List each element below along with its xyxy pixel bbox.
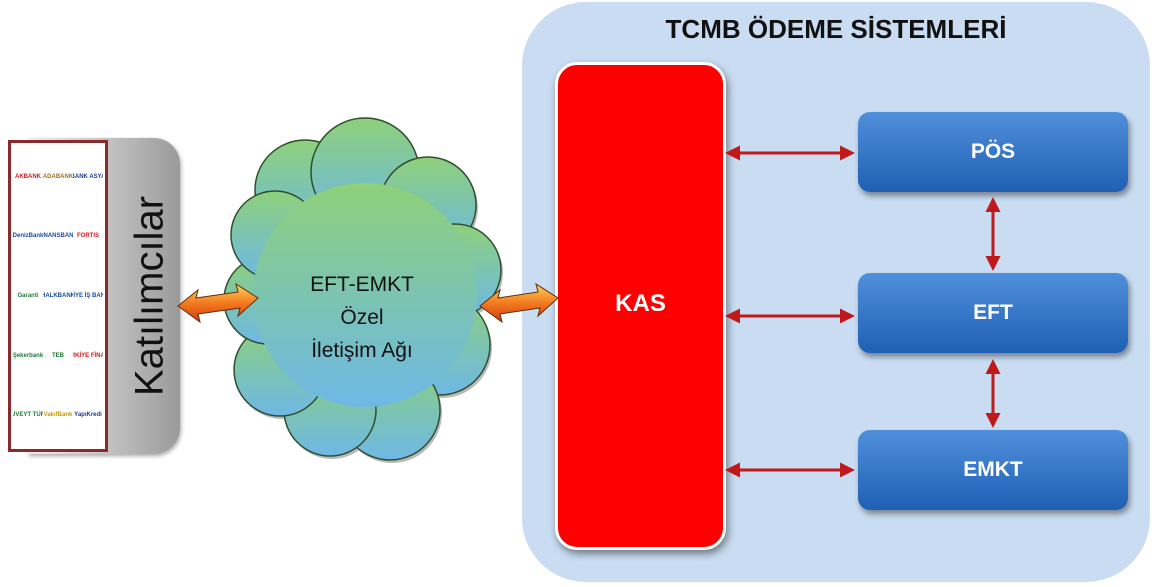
bank-logo: KUVEYT TÜRK [13, 412, 43, 419]
bank-logo: AKBANK [15, 173, 41, 180]
network-label-line2: Özel [340, 306, 384, 329]
participants-logo-panel: AKBANK ADABANK BANK ASYA DenizBank FİNAN… [8, 140, 108, 452]
network-label-line1: EFT-EMKT [310, 273, 414, 296]
participants-link-arrow [177, 282, 259, 324]
bank-logo: BANK ASYA [73, 173, 103, 180]
bank-logo: Şekerbank [13, 352, 43, 359]
bank-logo: TEB [52, 352, 64, 359]
network-label-line3: İletişim Ağı [311, 339, 413, 362]
emkt-label: EMKT [963, 458, 1023, 481]
bank-logo: FİNANSBANK [43, 233, 73, 240]
bank-logo: FORTIS [77, 233, 99, 240]
kas-box [555, 62, 726, 550]
bank-logo: TÜRKİYE İŞ BANKASI [73, 292, 103, 299]
bank-logo: HALKBANK [43, 292, 73, 299]
system-title: TCMB ÖDEME SİSTEMLERİ [665, 14, 1007, 44]
bank-logo: Garanti [17, 292, 39, 299]
bank-logo: DenizBank [13, 233, 43, 240]
pos-module: PÖS [858, 112, 1128, 192]
eft-label: EFT [973, 301, 1013, 324]
bank-logo: VakıfBank [43, 412, 73, 419]
bank-logo: TÜRKİYE FİNANS [73, 352, 103, 359]
kas-link-arrow [479, 282, 559, 324]
eft-module: EFT [858, 273, 1128, 353]
bank-logo: ADABANK [43, 173, 73, 180]
network-cloud-fill [253, 183, 477, 407]
emkt-module: EMKT [858, 430, 1128, 510]
pos-label: PÖS [970, 140, 1016, 163]
bank-logo: YapıKredi [74, 412, 102, 419]
network-label: EFT-EMKT Özel İletişim Ağı [262, 268, 462, 367]
kas-label: KAS [615, 290, 666, 317]
